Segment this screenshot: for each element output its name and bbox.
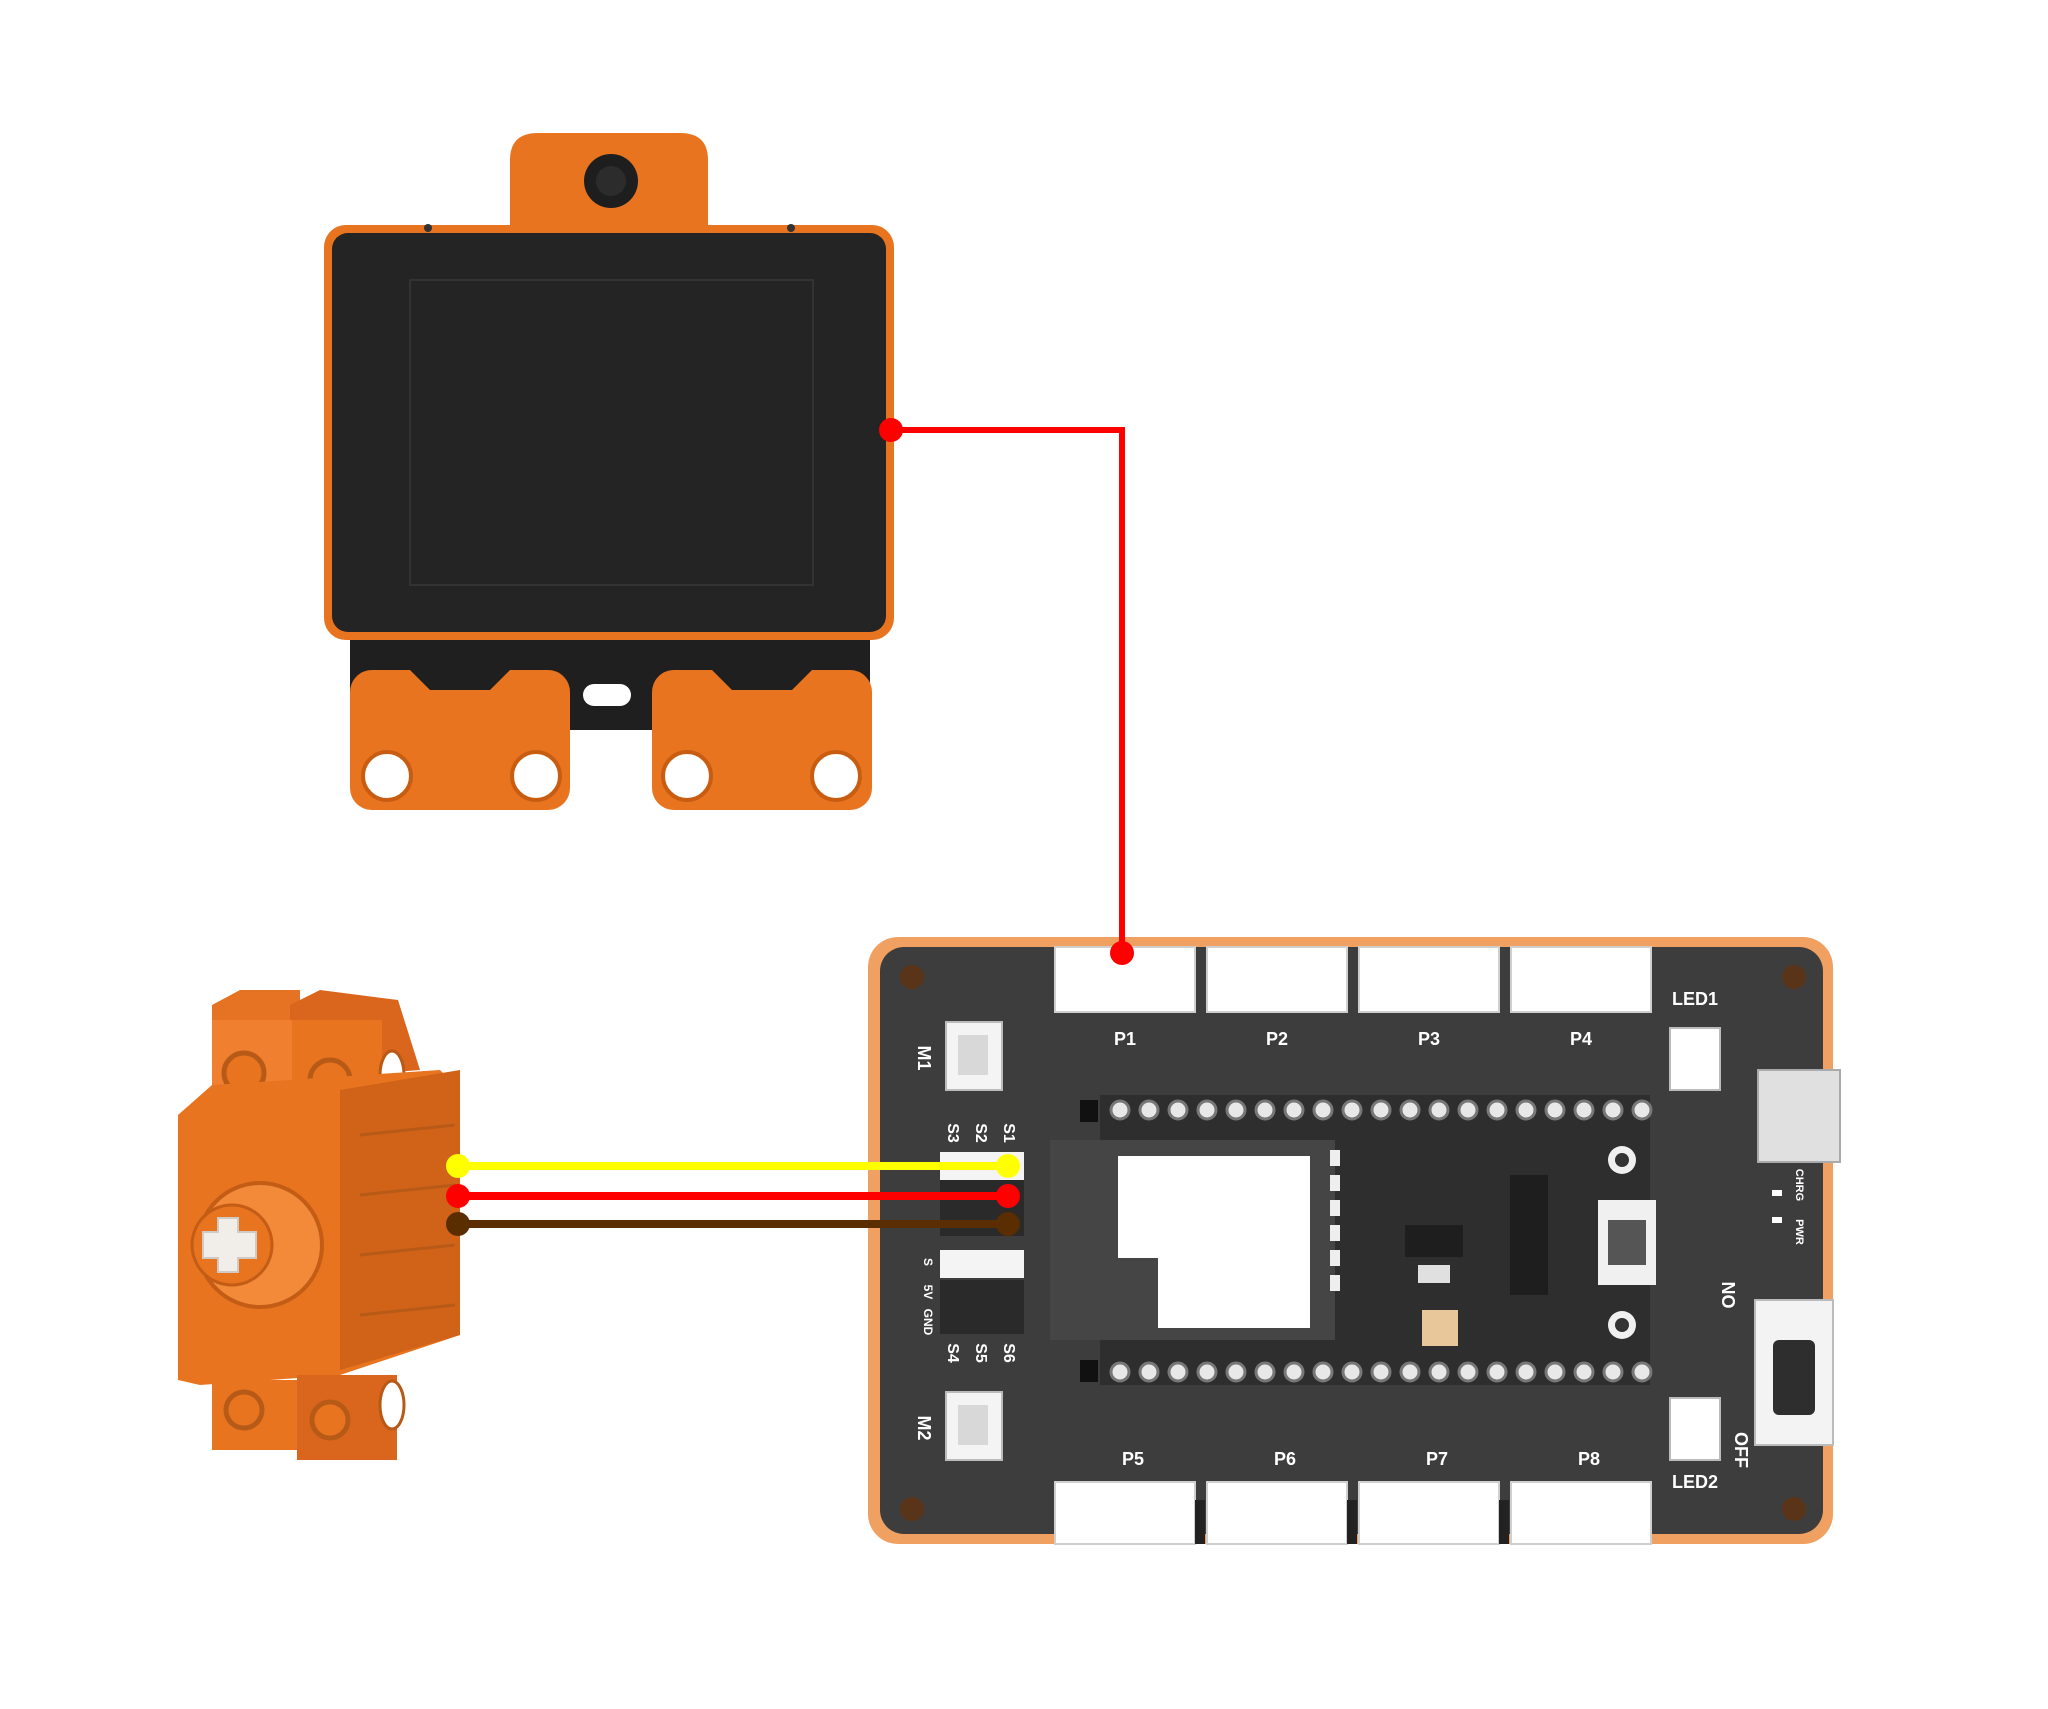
svg-text:P2: P2 bbox=[1266, 1029, 1288, 1049]
header-pin bbox=[1370, 1099, 1392, 1121]
pin-row-top bbox=[1109, 1099, 1653, 1121]
header-pin bbox=[1428, 1361, 1450, 1383]
header-pin bbox=[1631, 1099, 1653, 1121]
svg-text:P6: P6 bbox=[1274, 1449, 1296, 1469]
header-pin bbox=[1312, 1361, 1334, 1383]
servo-label-s1: S1 bbox=[1000, 1123, 1017, 1143]
motor-label-m1: M1 bbox=[914, 1045, 934, 1070]
header-pin bbox=[1602, 1099, 1624, 1121]
servo-signal-start bbox=[446, 1154, 470, 1178]
header-pin bbox=[1515, 1361, 1537, 1383]
header-pin bbox=[1631, 1361, 1653, 1383]
pin-row-bottom bbox=[1109, 1361, 1653, 1383]
pin-label-s: S bbox=[921, 1258, 935, 1266]
header-pin bbox=[1283, 1361, 1305, 1383]
motor-label-m2: M2 bbox=[914, 1415, 934, 1440]
servo-ground-end bbox=[996, 1212, 1020, 1236]
header-pin bbox=[1370, 1361, 1392, 1383]
servo-header-bottom bbox=[940, 1250, 1024, 1334]
switch-on-label: ON bbox=[1719, 1282, 1739, 1309]
display-module-icon bbox=[324, 133, 894, 810]
port-label-p3: P3 bbox=[1418, 1029, 1440, 1049]
header-pin bbox=[1573, 1361, 1595, 1383]
header-pin bbox=[1225, 1361, 1247, 1383]
servo-power-start bbox=[446, 1184, 470, 1208]
header-pin bbox=[1138, 1361, 1160, 1383]
header-pin bbox=[1196, 1099, 1218, 1121]
display-wire bbox=[891, 427, 1125, 953]
svg-text:P5: P5 bbox=[1122, 1449, 1144, 1469]
header-pin bbox=[1341, 1361, 1363, 1383]
header-pin bbox=[1573, 1099, 1595, 1121]
header-pin bbox=[1544, 1361, 1566, 1383]
header-pin bbox=[1109, 1361, 1131, 1383]
top-ports bbox=[1054, 946, 1652, 1013]
header-pin bbox=[1515, 1099, 1537, 1121]
port-label-p8: P8 bbox=[1578, 1449, 1600, 1469]
bottom-ports bbox=[1054, 1481, 1652, 1545]
header-pin bbox=[1486, 1361, 1508, 1383]
wires bbox=[446, 418, 1134, 1236]
servo-ground-start bbox=[446, 1212, 470, 1236]
header-pin bbox=[1457, 1099, 1479, 1121]
header-pin bbox=[1602, 1361, 1624, 1383]
header-pin bbox=[1399, 1361, 1421, 1383]
header-pin bbox=[1225, 1099, 1247, 1121]
header-pin bbox=[1399, 1099, 1421, 1121]
led1-label: LED1 bbox=[1672, 989, 1718, 1009]
servo-label-s6: S6 bbox=[1000, 1343, 1017, 1363]
header-pin bbox=[1167, 1099, 1189, 1121]
header-pin bbox=[1486, 1099, 1508, 1121]
header-pin bbox=[1167, 1361, 1189, 1383]
port-label-p7: P7 bbox=[1426, 1449, 1448, 1469]
port-label-p1: P1 bbox=[1114, 1029, 1136, 1049]
port-label-p4: P4 bbox=[1570, 1029, 1592, 1049]
pwr-label: PWR bbox=[1793, 1219, 1805, 1245]
header-pin bbox=[1254, 1099, 1276, 1121]
header-pin bbox=[1138, 1099, 1160, 1121]
servo-label-s3: S3 bbox=[944, 1123, 961, 1143]
port-label-p6: P6 bbox=[1274, 1449, 1296, 1469]
pin-label-5v: 5V bbox=[921, 1285, 935, 1300]
switch-off-label: OFF bbox=[1731, 1432, 1751, 1468]
header-pin bbox=[1283, 1099, 1305, 1121]
svg-text:P7: P7 bbox=[1426, 1449, 1448, 1469]
port-label-p5: P5 bbox=[1122, 1449, 1144, 1469]
svg-text:P3: P3 bbox=[1418, 1029, 1440, 1049]
pin-label-gnd: GND bbox=[921, 1309, 935, 1336]
svg-text:P4: P4 bbox=[1570, 1029, 1592, 1049]
servo-signal-end bbox=[996, 1154, 1020, 1178]
header-pin bbox=[1254, 1361, 1276, 1383]
servo-label-s4: S4 bbox=[944, 1343, 961, 1363]
header-pin bbox=[1341, 1099, 1363, 1121]
header-pin bbox=[1196, 1361, 1218, 1383]
display-wire-start bbox=[879, 418, 903, 442]
port-label-p2: P2 bbox=[1266, 1029, 1288, 1049]
led2-label: LED2 bbox=[1672, 1472, 1718, 1492]
header-pin bbox=[1457, 1361, 1479, 1383]
display-wire-end bbox=[1110, 941, 1134, 965]
servo-power-end bbox=[996, 1184, 1020, 1208]
header-pin bbox=[1428, 1099, 1450, 1121]
controller-board-icon: P1 P2 P3 P4 P5 P6 P7 P8 M1 M2 S1 S2 S3 S… bbox=[868, 937, 1841, 1545]
svg-text:P1: P1 bbox=[1114, 1029, 1136, 1049]
header-pin bbox=[1312, 1099, 1334, 1121]
servo-label-s5: S5 bbox=[972, 1343, 989, 1363]
chrg-label: CHRG bbox=[1793, 1169, 1805, 1201]
header-pin bbox=[1109, 1099, 1131, 1121]
servo-label-s2: S2 bbox=[972, 1123, 989, 1143]
svg-text:P8: P8 bbox=[1578, 1449, 1600, 1469]
header-pin bbox=[1544, 1099, 1566, 1121]
servo-motor-icon bbox=[178, 990, 460, 1460]
